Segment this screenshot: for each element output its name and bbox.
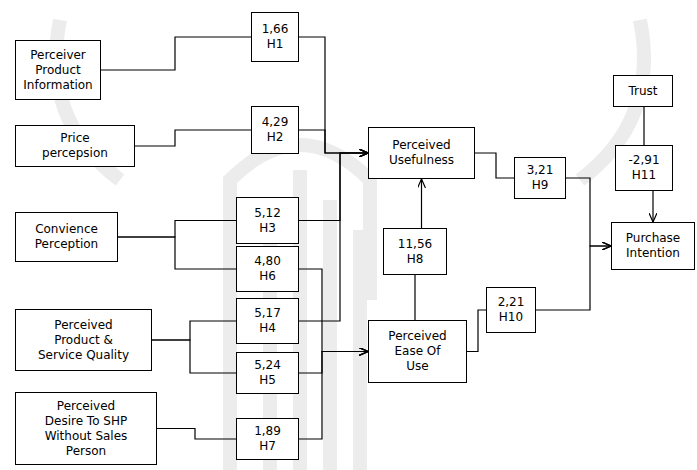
coefficient-box: 2,21H10 bbox=[486, 287, 536, 333]
coefficient-value: 4,80 bbox=[254, 254, 281, 269]
coefficient-box: 5,24H5 bbox=[236, 352, 299, 394]
coefficient-box: 1,89H7 bbox=[236, 418, 299, 460]
hypothesis-label: H9 bbox=[532, 178, 549, 193]
coefficient-box: 4,29H2 bbox=[251, 106, 299, 154]
path-connector bbox=[299, 130, 368, 153]
node-label: Perceived Usefulness bbox=[382, 138, 462, 168]
factor-box: Perceiver Product Information bbox=[15, 40, 101, 100]
node-label: Perceived Product & Service Quality bbox=[33, 318, 135, 363]
hypothesis-label: H8 bbox=[407, 252, 424, 267]
path-connector bbox=[299, 269, 368, 352]
factor-box: Perceived Desire To SHP Without Sales Pe… bbox=[15, 392, 157, 465]
factor-box: Perceived Product & Service Quality bbox=[15, 309, 152, 371]
coefficient-box: 11,56H8 bbox=[383, 228, 447, 275]
path-connector bbox=[152, 321, 236, 340]
construct-box: Perceived Ease Of Use bbox=[368, 320, 467, 383]
node-label: Perceived Desire To SHP Without Sales Pe… bbox=[37, 399, 135, 459]
path-connector bbox=[299, 352, 368, 440]
coefficient-value: 3,21 bbox=[527, 163, 554, 178]
hypothesis-label: H5 bbox=[259, 373, 276, 388]
coefficient-value: 5,12 bbox=[254, 206, 281, 221]
hypothesis-label: H6 bbox=[259, 269, 276, 284]
coefficient-value: 5,17 bbox=[254, 306, 281, 321]
path-connector bbox=[135, 130, 251, 146]
factor-box: Price percepsion bbox=[15, 125, 135, 167]
coefficient-value: 1,66 bbox=[262, 22, 289, 37]
path-connector bbox=[414, 275, 415, 320]
coefficient-value: 11,56 bbox=[398, 237, 432, 252]
node-label: Price percepsion bbox=[35, 131, 115, 161]
node-label: Perceiver Product Information bbox=[22, 48, 94, 93]
coefficient-box: 1,66H1 bbox=[251, 12, 299, 62]
hypothesis-label: H1 bbox=[267, 37, 284, 52]
coefficient-value: -2,91 bbox=[628, 153, 659, 168]
path-connector bbox=[118, 237, 236, 269]
hypothesis-label: H11 bbox=[632, 168, 656, 183]
factor-box: Convience Perception bbox=[15, 212, 118, 262]
path-connector bbox=[299, 352, 368, 374]
node-label: Trust bbox=[628, 84, 657, 99]
path-connector bbox=[652, 191, 653, 222]
path-connector bbox=[299, 37, 368, 153]
path-connector bbox=[299, 153, 368, 321]
coefficient-box: 5,12H3 bbox=[236, 197, 299, 244]
coefficient-box: 3,21H9 bbox=[514, 157, 566, 199]
path-connector bbox=[475, 153, 514, 178]
hypothesis-label: H4 bbox=[259, 321, 276, 336]
coefficient-box: 4,80H6 bbox=[236, 246, 299, 292]
path-connector bbox=[421, 179, 422, 228]
construct-box: Purchase Intention bbox=[611, 222, 695, 270]
path-connector bbox=[467, 310, 486, 352]
path-connector bbox=[299, 153, 368, 221]
node-label: Purchase Intention bbox=[619, 231, 687, 261]
path-connector bbox=[157, 429, 236, 440]
construct-box: Perceived Usefulness bbox=[368, 127, 475, 179]
path-connector bbox=[101, 37, 251, 70]
watermark-stroke bbox=[230, 145, 370, 470]
coefficient-value: 2,21 bbox=[498, 295, 525, 310]
path-connector bbox=[118, 221, 236, 238]
path-connector bbox=[536, 246, 611, 310]
coefficient-value: 5,24 bbox=[254, 358, 281, 373]
path-connector bbox=[566, 178, 611, 246]
coefficient-value: 1,89 bbox=[254, 424, 281, 439]
hypothesis-label: H10 bbox=[499, 310, 523, 325]
coefficient-value: 4,29 bbox=[262, 115, 289, 130]
hypothesis-label: H7 bbox=[259, 439, 276, 454]
node-label: Perceived Ease Of Use bbox=[386, 329, 450, 374]
coefficient-box: -2,91H11 bbox=[615, 145, 673, 191]
coefficient-box: 5,17H4 bbox=[236, 298, 299, 344]
hypothesis-label: H3 bbox=[259, 221, 276, 236]
construct-box: Trust bbox=[613, 75, 673, 107]
path-connector bbox=[643, 107, 644, 145]
hypothesis-label: H2 bbox=[267, 130, 284, 145]
path-connector bbox=[152, 340, 236, 373]
node-label: Convience Perception bbox=[27, 222, 107, 252]
